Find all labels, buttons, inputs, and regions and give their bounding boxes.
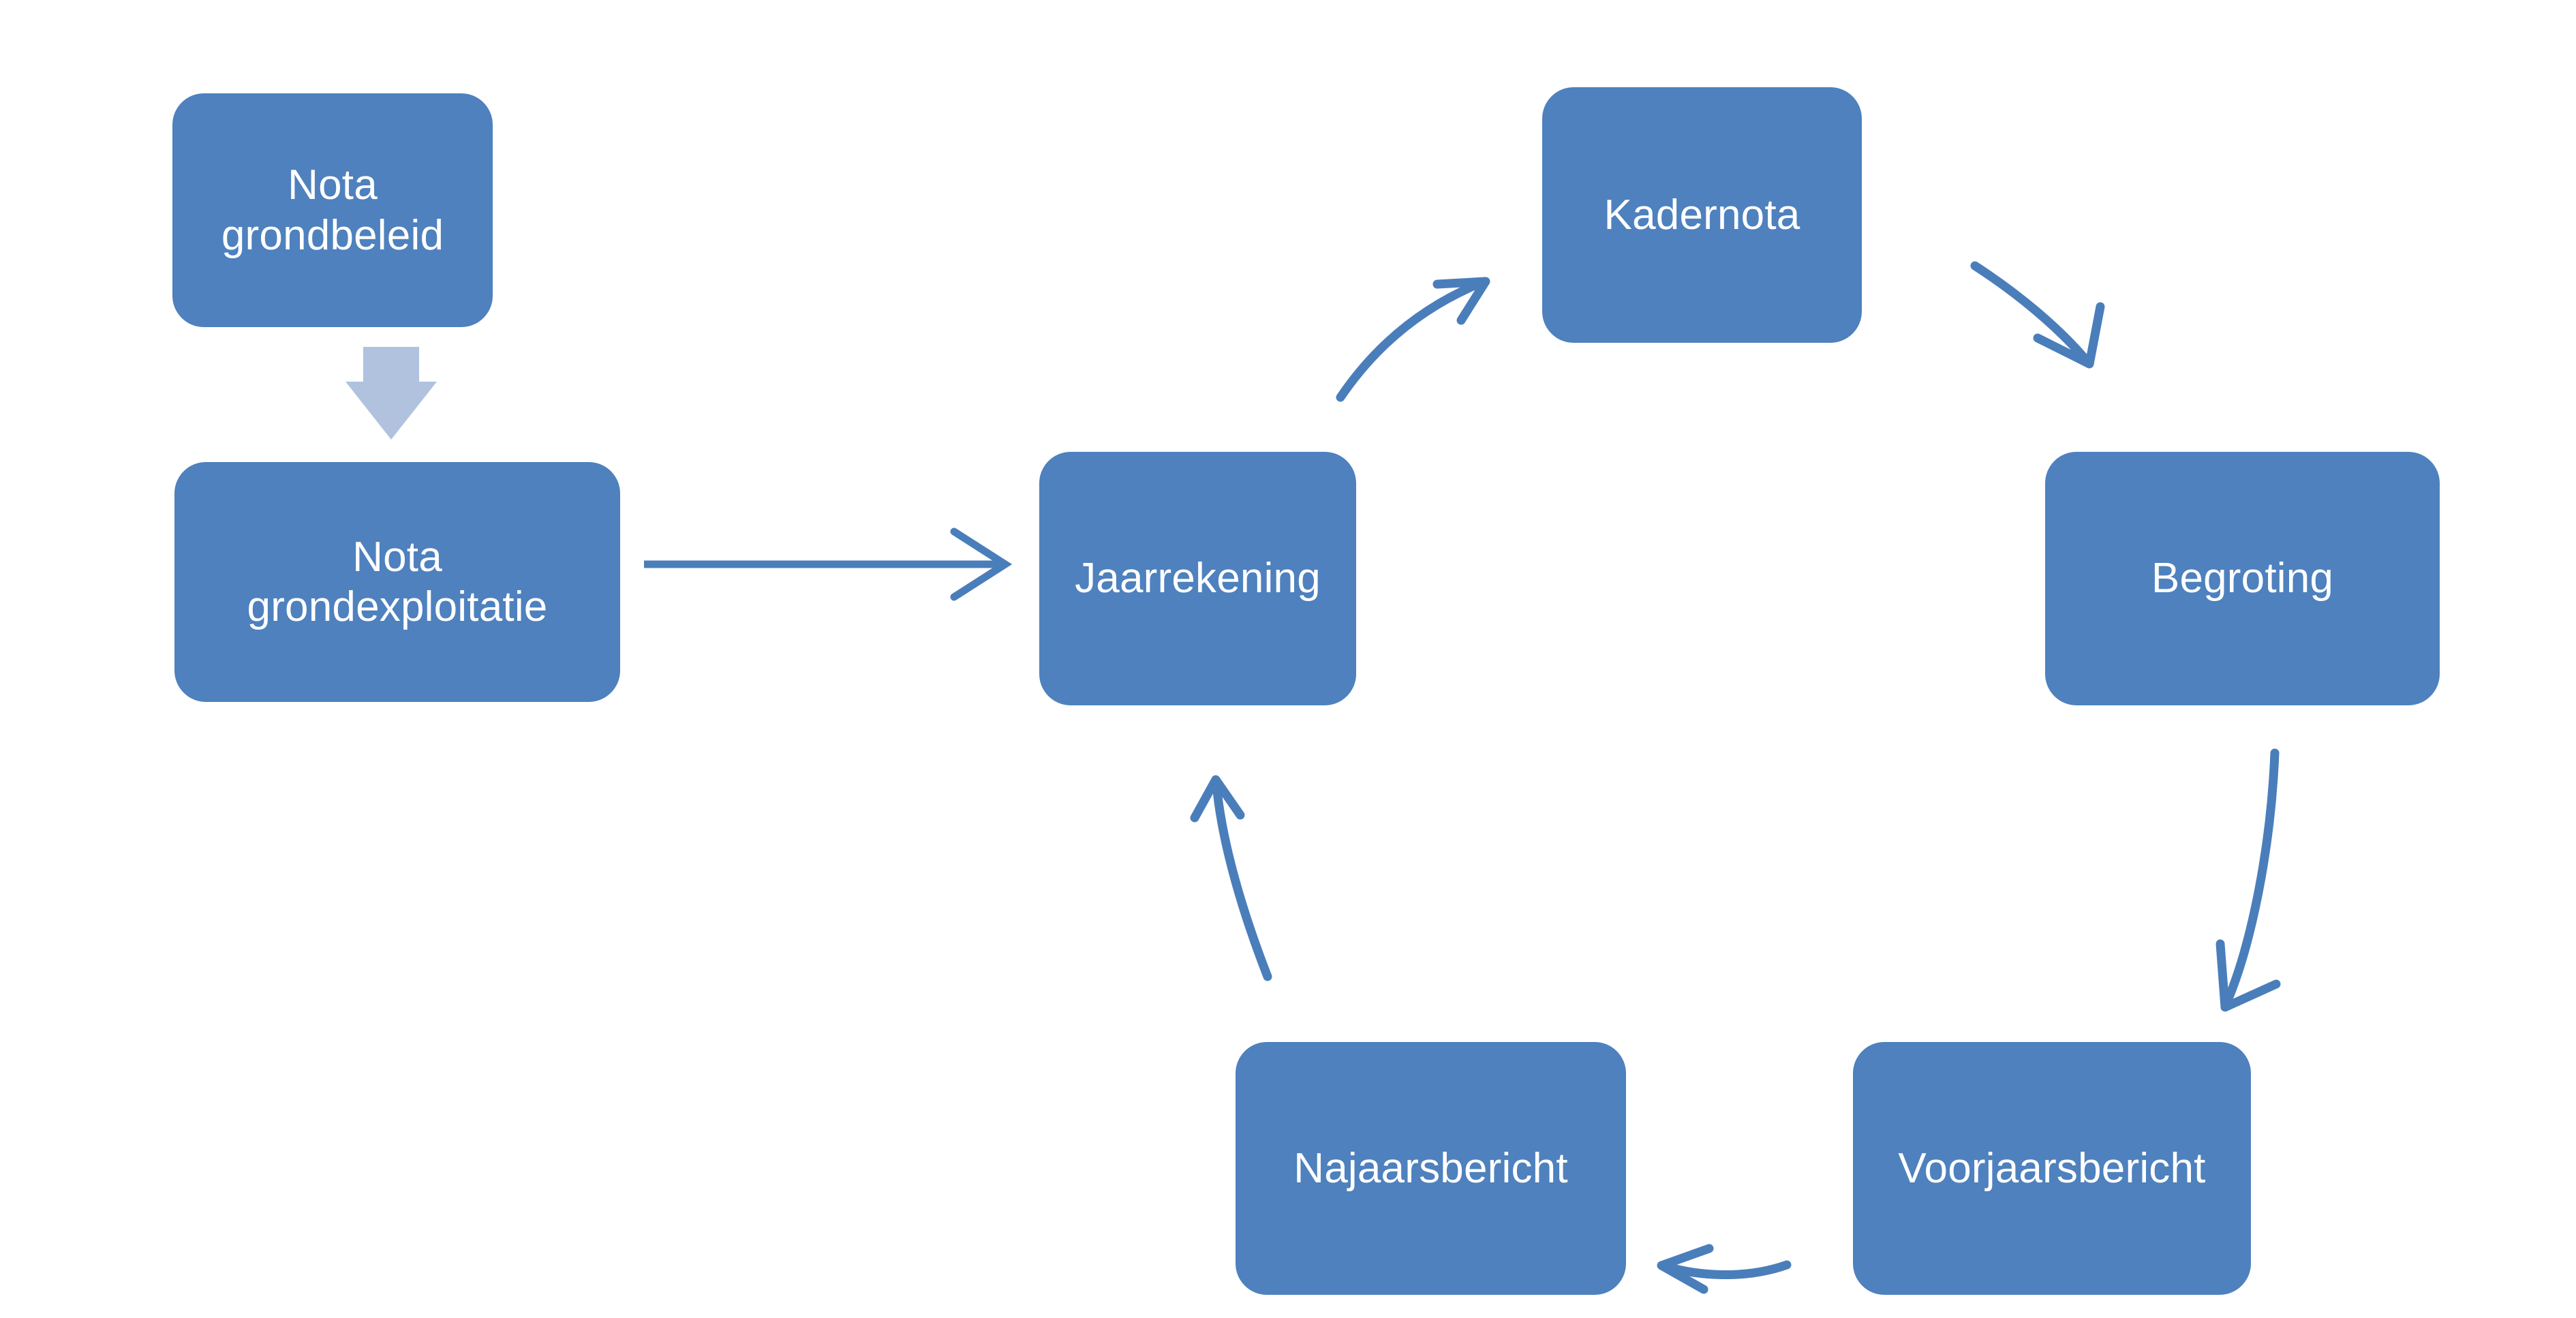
node-label: Jaarrekening (1075, 555, 1321, 602)
block-arrow-down-icon (346, 347, 437, 440)
node-nota-grondbeleid[interactable]: Nota grondbeleid (172, 93, 493, 327)
node-voorjaarsbericht[interactable]: Voorjaarsbericht (1853, 1042, 2251, 1295)
arrow-grondexploitatie-to-jaarrekening (644, 527, 1013, 601)
node-label: Najaarsbericht (1293, 1144, 1568, 1192)
node-label: Voorjaarsbericht (1898, 1144, 2206, 1192)
arrow-voorjaarsbericht-to-najaarsbericht (1657, 1244, 1792, 1294)
node-begroting[interactable]: Begroting (2045, 452, 2440, 705)
node-jaarrekening[interactable]: Jaarrekening (1039, 452, 1356, 705)
arrow-begroting-to-voorjaarsbericht (2215, 748, 2281, 1012)
node-nota-grondexploitatie[interactable]: Nota grondexploitatie (174, 462, 620, 702)
node-label: Begroting (2151, 555, 2334, 602)
node-kadernota[interactable]: Kadernota (1542, 87, 1862, 343)
arrow-najaarsbericht-to-jaarrekening (1190, 775, 1272, 981)
node-label: Nota grondbeleid (221, 162, 444, 259)
node-label: Nota grondexploitatie (247, 533, 548, 630)
node-najaarsbericht[interactable]: Najaarsbericht (1236, 1042, 1626, 1295)
arrow-jaarrekening-to-kadernota (1336, 277, 1490, 402)
arrow-kadernota-to-begroting (1970, 261, 2105, 369)
node-label: Kadernota (1604, 191, 1800, 239)
